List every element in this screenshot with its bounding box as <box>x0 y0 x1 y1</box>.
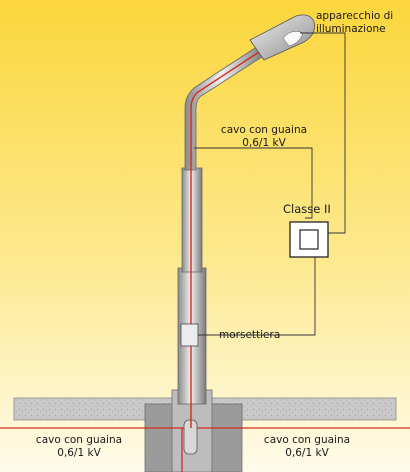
leader-fixture <box>300 32 346 234</box>
cable-left-label-line2: 0,6/1 kV <box>57 447 101 459</box>
fixture-label-line1: apparecchio di <box>316 10 394 22</box>
fixture-label: apparecchio di illuminazione <box>316 10 393 36</box>
cable-top-label: cavo con guaina 0,6/1 kV <box>210 124 318 150</box>
fixture-label-line2: illuminazione <box>316 23 386 35</box>
cable-right-label-line1: cavo con guaina <box>263 434 351 446</box>
cable-left-label: cavo con guaina 0,6/1 kV <box>24 434 134 460</box>
class-ii-symbol <box>289 221 329 258</box>
cable-left-label-line1: cavo con guaina <box>35 434 123 446</box>
pole-internal-cable <box>190 49 263 428</box>
leader-cable-top <box>194 147 313 219</box>
pole-middle <box>181 167 203 273</box>
class-ii-inner <box>299 229 319 250</box>
cable-right-label-line2: 0,6/1 kV <box>285 447 329 459</box>
terminal-label: morsettiera <box>219 329 281 341</box>
cable-top-label-line2: 0,6/1 kV <box>242 137 286 149</box>
class-ii-label: Classe II <box>283 202 331 216</box>
cable-top-label-line1: cavo con guaina <box>220 124 308 136</box>
cable-right-label: cavo con guaina 0,6/1 kV <box>252 434 362 460</box>
lamp-fixture <box>249 14 315 61</box>
terminal-box <box>180 323 199 347</box>
